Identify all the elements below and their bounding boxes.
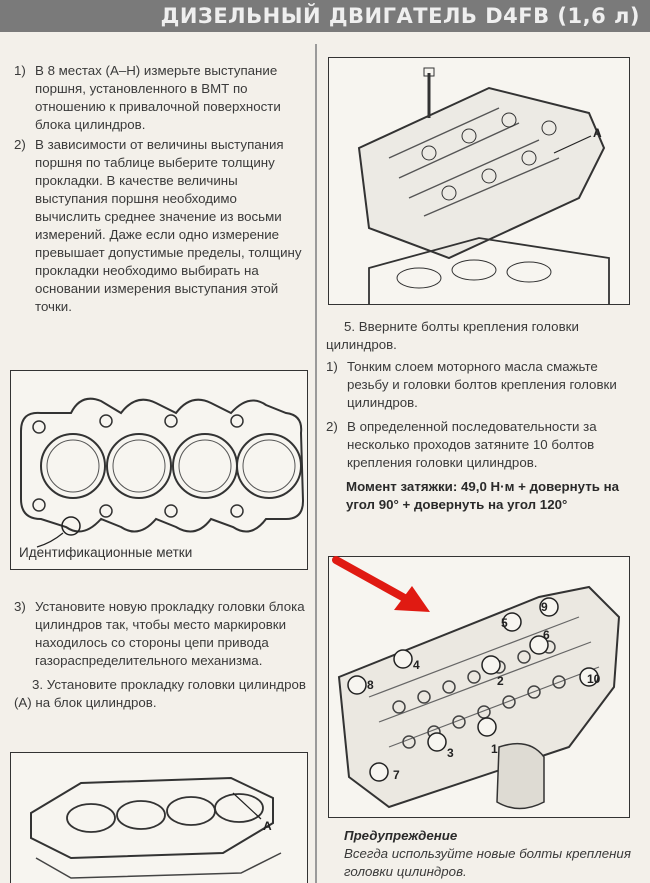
left-steps-b: 3) Установите новую прокладку головки бл… — [14, 598, 306, 712]
warning-title: Предупреждение — [344, 828, 458, 843]
list-item: 2) В зависимости от величины выступания … — [14, 137, 302, 314]
gasket-caption: Идентификационные метки — [19, 545, 193, 560]
list-item: 1) Тонким слоем моторного масла смажьте … — [326, 359, 617, 410]
torque-note: Момент затяжки: 49,0 Н·м + довернуть на … — [346, 479, 620, 512]
right-steps: 5. Вверните болты крепления головки цили… — [326, 318, 630, 514]
left-steps-a: 1) В 8 местах (А–Н) измерьте выступание … — [14, 62, 304, 318]
bolt-number: 7 — [393, 768, 400, 782]
list-item: 2) В определенной последовательности за … — [326, 419, 597, 470]
gasket-install-drawing — [30, 776, 282, 879]
gasket-callout-a: A — [263, 819, 272, 833]
step-3: 3. Установите прокладку головки цилиндро… — [14, 677, 306, 710]
cylinder-head-figure: A — [328, 57, 630, 305]
bolt-markers — [347, 597, 599, 782]
red-arrow-icon — [332, 556, 430, 612]
list-item: 1) В 8 местах (А–Н) измерьте выступание … — [14, 63, 281, 132]
page-header: ДИЗЕЛЬНЫЙ ДВИГАТЕЛЬ D4FB (1,6 л) — [0, 0, 650, 32]
bolt-number: 9 — [541, 600, 548, 614]
page-title: ДИЗЕЛЬНЫЙ ДВИГАТЕЛЬ D4FB (1,6 л) — [160, 4, 640, 28]
bolt-number: 6 — [543, 628, 550, 642]
warning-block: Предупреждение Всегда используйте новые … — [344, 827, 634, 881]
bolt-number: 10 — [587, 672, 601, 686]
cylinder-head-drawing — [357, 67, 610, 304]
bolt-sequence-drawing: 1 2 3 4 5 6 7 8 9 10 — [337, 585, 621, 810]
gasket-figure: Идентификационные метки — [10, 370, 308, 570]
step-5: 5. Вверните болты крепления головки цили… — [326, 319, 579, 352]
bolt-number: 5 — [501, 616, 508, 630]
warning-text: Всегда используйте новые болты крепления… — [344, 846, 631, 879]
bolt-sequence-figure: 1 2 3 4 5 6 7 8 9 10 — [328, 556, 630, 818]
gasket-drawing — [20, 397, 305, 548]
bolt-number: 4 — [413, 658, 420, 672]
column-divider — [315, 44, 317, 883]
bolt-number: 2 — [497, 674, 504, 688]
bolt-number: 3 — [447, 746, 454, 760]
bolt-number: 1 — [491, 742, 498, 756]
bolt-number: 8 — [367, 678, 374, 692]
head-callout-a: A — [593, 126, 602, 140]
list-item: 3) Установите новую прокладку головки бл… — [14, 599, 305, 668]
gasket-install-figure: A — [10, 752, 308, 883]
